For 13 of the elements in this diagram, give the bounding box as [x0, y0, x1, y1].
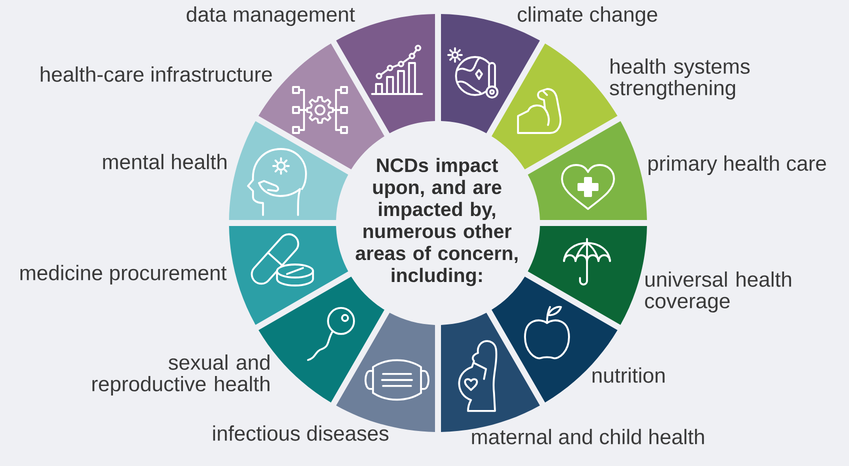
area-label: mental health: [103, 154, 226, 170]
area-label: medicine procurement: [20, 264, 227, 284]
area-label: nutrition: [592, 367, 665, 383]
area-label: universal health coverage: [645, 271, 792, 313]
area-label: data management: [186, 6, 355, 26]
area-label: maternal and child health: [472, 428, 704, 444]
area-label: health systems strengthening: [610, 58, 750, 100]
area-label: sexual and reproductive health: [92, 354, 270, 396]
area-label: infectious diseases: [213, 425, 388, 441]
area-label: health-care infrastructure: [40, 66, 272, 82]
area-label: primary health care: [648, 155, 826, 175]
center-text: NCDs impact upon, and are impacted by, numerous other areas of concern, including:: [356, 158, 518, 286]
area-label: climate change: [518, 6, 658, 26]
